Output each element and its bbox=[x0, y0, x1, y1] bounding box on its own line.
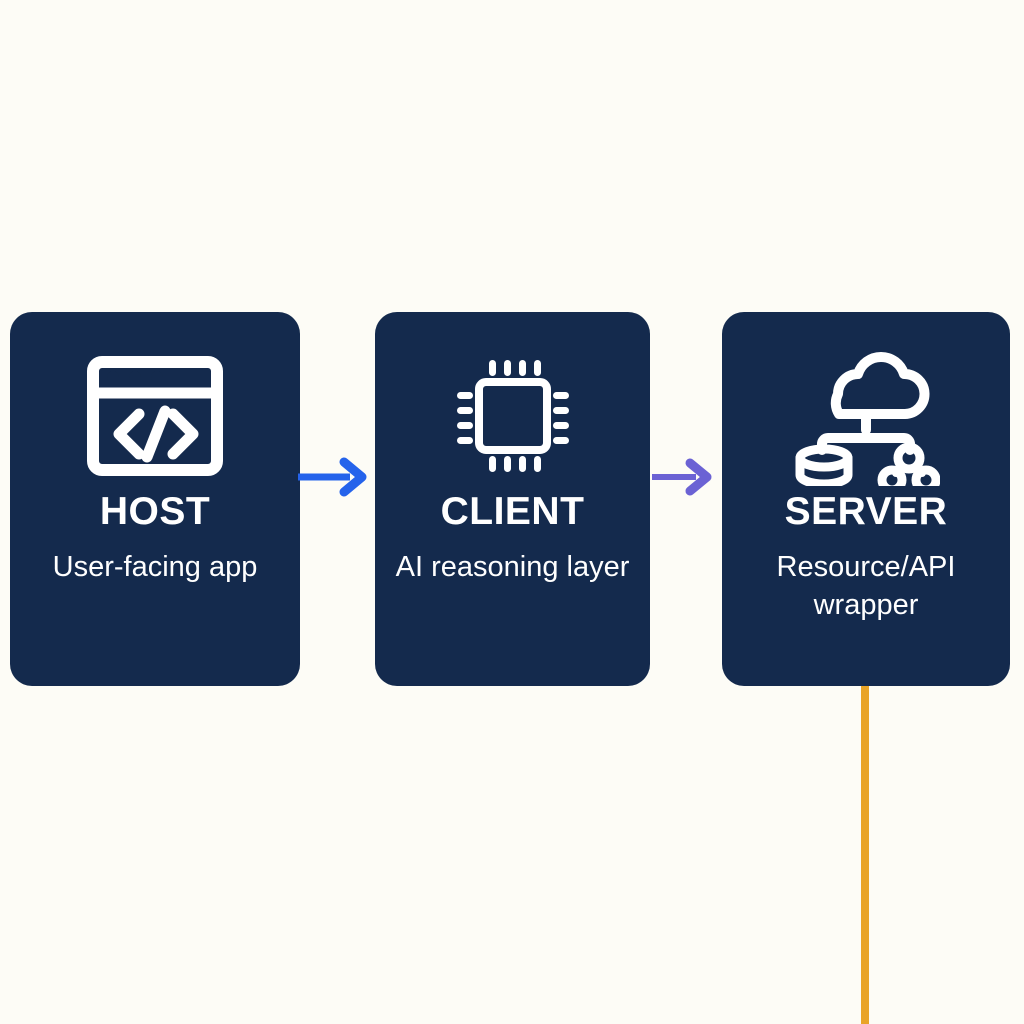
node-card-host[interactable]: HOST User-facing app bbox=[10, 312, 300, 686]
node-subtitle-host: User-facing app bbox=[52, 551, 258, 583]
connector-server-downstream bbox=[861, 686, 869, 1024]
node-title-host: HOST bbox=[99, 490, 211, 533]
cloud-database-network-icon bbox=[792, 346, 940, 486]
node-subtitle-server: Resource/API wrapper bbox=[776, 551, 956, 621]
node-subtitle-client: AI reasoning layer bbox=[395, 551, 630, 583]
node-card-client[interactable]: CLIENT AI reasoning layer bbox=[375, 312, 650, 686]
node-title-server: SERVER bbox=[784, 490, 948, 533]
connector-client-to-server bbox=[652, 454, 714, 500]
connector-host-to-client bbox=[298, 454, 368, 500]
code-window-icon bbox=[87, 346, 223, 486]
arrow-right-icon bbox=[652, 458, 712, 496]
node-card-server[interactable]: SERVER Resource/API wrapper bbox=[722, 312, 1010, 686]
cpu-chip-icon bbox=[451, 346, 575, 486]
node-title-client: CLIENT bbox=[440, 490, 585, 533]
arrow-right-icon bbox=[298, 457, 367, 497]
